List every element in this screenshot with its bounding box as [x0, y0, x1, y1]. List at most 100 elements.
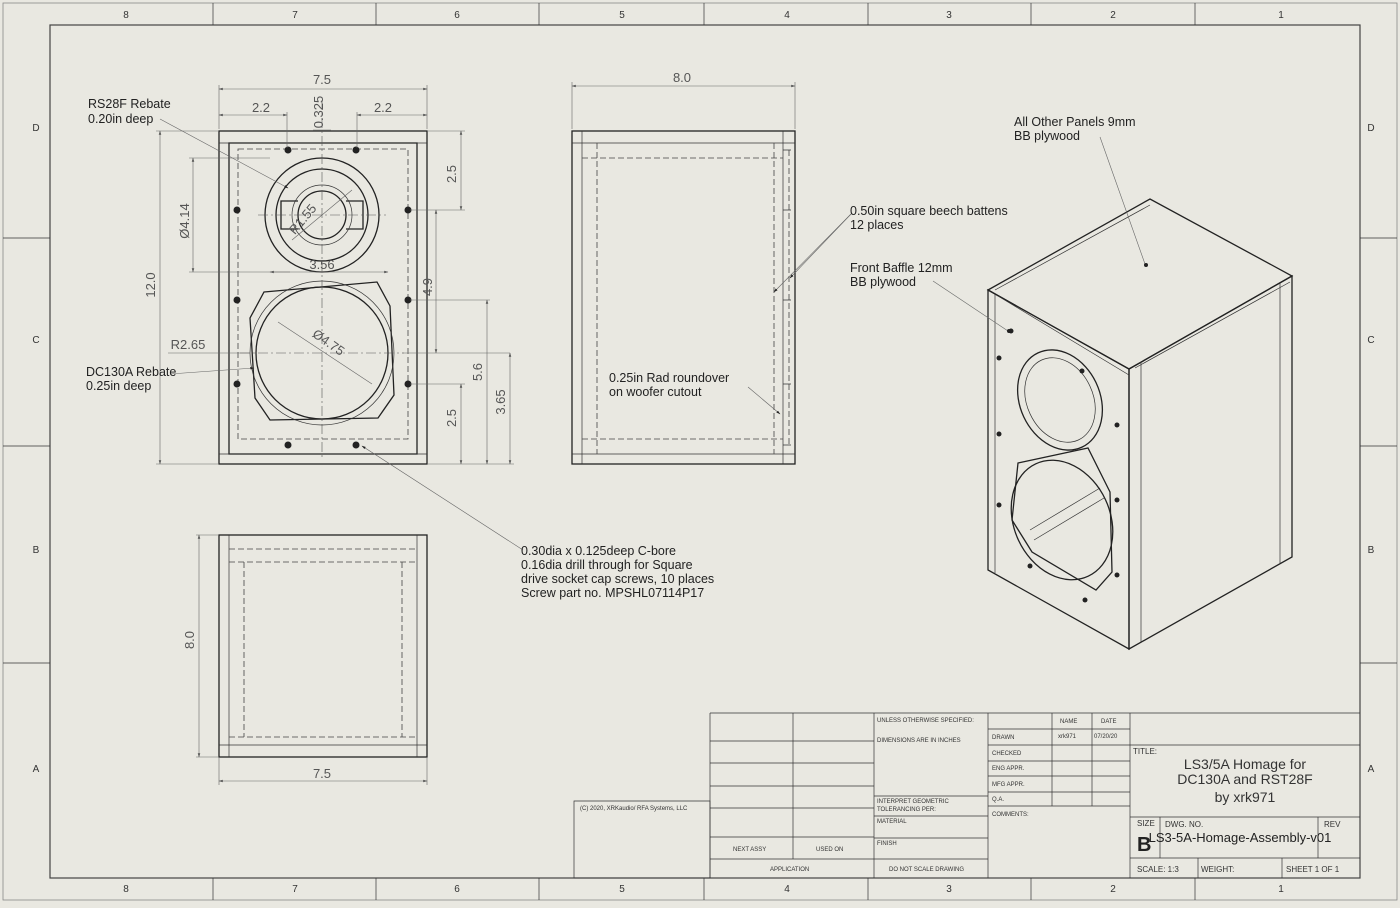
dim-woofer-bottom: 3.65	[493, 389, 508, 414]
tb-mfg-appr: MFG APPR.	[992, 782, 1025, 788]
tb-title-line1: LS3/5A Homage for	[1184, 756, 1307, 772]
dim-bottom-width: 7.5	[313, 766, 331, 781]
tb-dwg-label: DWG. NO.	[1165, 820, 1203, 829]
front-view	[218, 100, 428, 465]
tb-comments: COMMENTS:	[992, 812, 1029, 818]
tb-qa: Q.A.	[992, 797, 1004, 803]
inner-border	[49, 24, 1361, 879]
zone-col-top-1: 1	[1278, 10, 1284, 21]
note-rs28f-line1: RS28F Rebate	[88, 97, 171, 111]
zone-row-left-a: A	[33, 764, 40, 775]
dim-woofer-mid: 5.6	[470, 363, 485, 381]
tb-checked: CHECKED	[992, 751, 1022, 757]
dim-bottom-offset: 2.5	[444, 409, 459, 427]
zone-col-bottom-5: 5	[619, 884, 625, 895]
tb-interpret: INTERPRET GEOMETRIC	[877, 799, 950, 805]
dim-top-offset: 2.5	[444, 165, 459, 183]
dim-left: 2.2	[252, 100, 270, 115]
tb-dwg-no: LS3-5A-Homage-Assembly-v01	[1149, 830, 1332, 845]
zone-row-right-c: C	[1367, 335, 1374, 346]
dim-tweeter-woofer: 4.9	[420, 278, 435, 296]
zone-col-bottom-4: 4	[784, 884, 790, 895]
zone-col-bottom-8: 8	[123, 884, 129, 895]
dim-bottom-depth: 8.0	[182, 631, 197, 649]
leader-lines	[159, 118, 1148, 551]
zone-col-bottom-1: 1	[1278, 884, 1284, 895]
zone-ticks	[3, 3, 1397, 900]
zone-col-top-4: 4	[784, 10, 790, 21]
zone-labels: 8 7 6 5 4 3 2 1 8 7 6 5 4 3 2 1 D C B A …	[32, 10, 1374, 895]
zone-col-bottom-2: 2	[1110, 884, 1116, 895]
zone-col-top-2: 2	[1110, 10, 1116, 21]
dim-right: 2.2	[374, 100, 392, 115]
tb-sheet: SHEET 1 OF 1	[1286, 865, 1340, 874]
tb-rev-label: REV	[1324, 820, 1341, 829]
tb-material: MATERIAL	[877, 819, 907, 825]
zone-col-top-7: 7	[292, 10, 298, 21]
note-baffle-line2: BB plywood	[850, 275, 916, 289]
note-cbore-line1: 0.30dia x 0.125deep C-bore	[521, 544, 676, 558]
note-roundover-line1: 0.25in Rad roundover	[609, 371, 729, 385]
tb-used-on: USED ON	[816, 847, 843, 853]
zone-col-top-3: 3	[946, 10, 952, 21]
zone-row-right-b: B	[1368, 545, 1375, 556]
tb-application: APPLICATION	[770, 867, 809, 873]
note-cbore-line2: 0.16dia drill through for Square	[521, 558, 693, 572]
zone-col-top-8: 8	[123, 10, 129, 21]
note-panels-line2: BB plywood	[1014, 129, 1080, 143]
zone-row-left-c: C	[32, 335, 39, 346]
tb-size: B	[1137, 834, 1151, 856]
tb-size-label: SIZE	[1137, 819, 1155, 828]
zone-row-left-b: B	[33, 545, 40, 556]
isometric-view	[986, 198, 1294, 651]
tb-scale: SCALE: 1:3	[1137, 865, 1179, 874]
zone-row-right-d: D	[1367, 123, 1374, 134]
zone-col-bottom-3: 3	[946, 884, 952, 895]
tb-copyright: (C) 2020, XRKaudio/ RFA Systems, LLC	[580, 806, 688, 812]
tb-name-header: NAME	[1060, 719, 1077, 725]
tb-unless: UNLESS OTHERWISE SPECIFIED:	[877, 718, 974, 724]
zone-row-left-d: D	[32, 123, 39, 134]
dim-woofer-dia: Ø4.75	[310, 326, 348, 359]
note-panels-line1: All Other Panels 9mm	[1014, 115, 1136, 129]
front-view-dimension-lines	[156, 85, 514, 465]
note-battens-line2: 12 places	[850, 218, 904, 232]
tb-title-line3: by xrk971	[1215, 789, 1276, 805]
zone-row-right-a: A	[1368, 764, 1375, 775]
note-roundover-line2: on woofer cutout	[609, 385, 702, 399]
zone-col-bottom-7: 7	[292, 884, 298, 895]
tb-drawn-name: xrk971	[1058, 734, 1077, 740]
note-dc130a-line1: DC130A Rebate	[86, 365, 176, 379]
note-cbore-line4: Screw part no. MPSHL07114P17	[521, 586, 704, 600]
title-block	[573, 712, 1360, 879]
zone-col-top-5: 5	[619, 10, 625, 21]
zone-col-top-6: 6	[454, 10, 460, 21]
tb-weight: WEIGHT:	[1201, 865, 1234, 874]
dim-tweeter-rebate-dia: Ø4.14	[177, 203, 192, 238]
note-rs28f-line2: 0.20in deep	[88, 112, 153, 126]
note-baffle-line1: Front Baffle 12mm	[850, 261, 953, 275]
zone-col-bottom-6: 6	[454, 884, 460, 895]
tb-date-header: DATE	[1101, 719, 1117, 725]
dim-width: 7.5	[313, 72, 331, 87]
tb-drawn-date: 07/20/20	[1094, 734, 1118, 740]
tb-drawn: DRAWN	[992, 735, 1014, 741]
side-view	[571, 82, 796, 465]
tb-eng-appr: ENG APPR.	[992, 766, 1025, 772]
dim-tweeter-span: 3.56	[309, 257, 334, 272]
tb-do-not-scale: DO NOT SCALE DRAWING	[889, 867, 964, 873]
tb-dimensions: DIMENSIONS ARE IN INCHES	[877, 738, 961, 744]
tb-next-assy: NEXT ASSY	[733, 847, 766, 853]
woofer-rebate	[249, 281, 395, 421]
tb-tolerancing: TOLERANCING PER:	[877, 807, 936, 813]
dim-height: 12.0	[143, 272, 158, 297]
note-cbore-line3: drive socket cap screws, 10 places	[521, 572, 714, 586]
dim-woofer-radius: R2.65	[171, 337, 206, 352]
note-dc130a-line2: 0.25in deep	[86, 379, 151, 393]
note-battens-line1: 0.50in square beech battens	[850, 204, 1008, 218]
dim-center: 0.325	[311, 96, 326, 129]
tb-title-label: TITLE:	[1133, 747, 1157, 756]
